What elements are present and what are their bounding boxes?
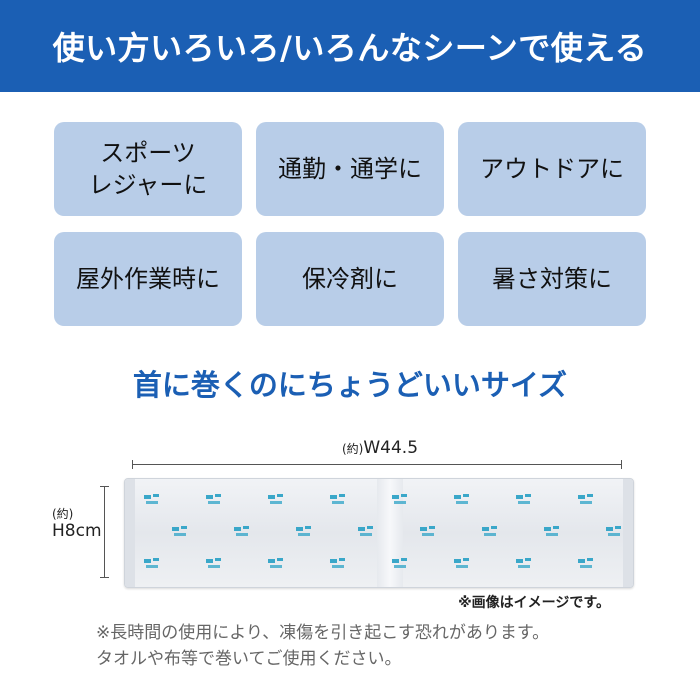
pack-print-mark <box>330 494 345 504</box>
pack-print-mark <box>606 526 621 536</box>
pack-print-mark <box>482 526 497 536</box>
pack-print-mark <box>234 526 249 536</box>
pack-seal-left <box>125 479 135 587</box>
usage-note: ※長時間の使用により、凍傷を引き起こす恐れがあります。 タオルや布等で巻いてご使… <box>96 620 656 673</box>
width-value: W44.5 <box>363 438 419 458</box>
pack-print-mark <box>392 558 407 568</box>
pack-print-mark <box>206 494 221 504</box>
pack-print-mark <box>516 494 531 504</box>
scene-card: 屋外作業時に <box>54 232 242 326</box>
pack-print-mark <box>454 494 469 504</box>
pack-print-mark <box>454 558 469 568</box>
pack-print-mark <box>172 526 187 536</box>
size-section-title: 首に巻くのにちょうどいいサイズ <box>132 368 568 402</box>
pack-print-mark <box>296 526 311 536</box>
width-prefix: (約) <box>341 442 364 456</box>
scene-card: 通勤・通学に <box>256 122 444 216</box>
pack-print-mark <box>578 558 593 568</box>
pack-print-mark <box>330 558 345 568</box>
pack-print-mark <box>578 494 593 504</box>
height-prefix: (約) <box>52 507 74 521</box>
width-dimension-label: (約)W44.5 <box>0 438 700 458</box>
pack-print-mark <box>144 494 159 504</box>
pack-print-mark <box>268 494 283 504</box>
scene-card: 保冷剤に <box>256 232 444 326</box>
height-dimension-line <box>100 486 109 578</box>
pack-print-mark <box>420 526 435 536</box>
pack-seal-right <box>623 479 633 587</box>
note-line: ※長時間の使用により、凍傷を引き起こす恐れがあります。 <box>96 623 550 643</box>
height-value: H8cm <box>52 520 102 541</box>
pack-print-mark <box>268 558 283 568</box>
cooling-pack-image <box>124 478 634 588</box>
width-dimension-line <box>132 460 622 469</box>
scene-grid: スポーツ レジャーに 通勤・通学に アウトドアに 屋外作業時に 保冷剤に 暑さ対… <box>54 122 646 326</box>
pack-print-mark <box>144 558 159 568</box>
pack-print-mark <box>206 558 221 568</box>
scene-card: 暑さ対策に <box>458 232 646 326</box>
height-dimension-label: (約) H8cm <box>52 507 102 541</box>
header-title: 使い方いろいろ/いろんなシーンで使える <box>52 29 648 67</box>
pack-print-mark <box>516 558 531 568</box>
pack-print-mark <box>392 494 407 504</box>
pack-print-mark <box>358 526 373 536</box>
scene-card: スポーツ レジャーに <box>54 122 242 216</box>
header-banner: 使い方いろいろ/いろんなシーンで使える <box>0 0 700 92</box>
note-line: タオルや布等で巻いてご使用ください。 <box>96 649 402 670</box>
pack-print-mark <box>544 526 559 536</box>
scene-card: アウトドアに <box>458 122 646 216</box>
image-caption: ※画像はイメージです。 <box>458 595 610 611</box>
